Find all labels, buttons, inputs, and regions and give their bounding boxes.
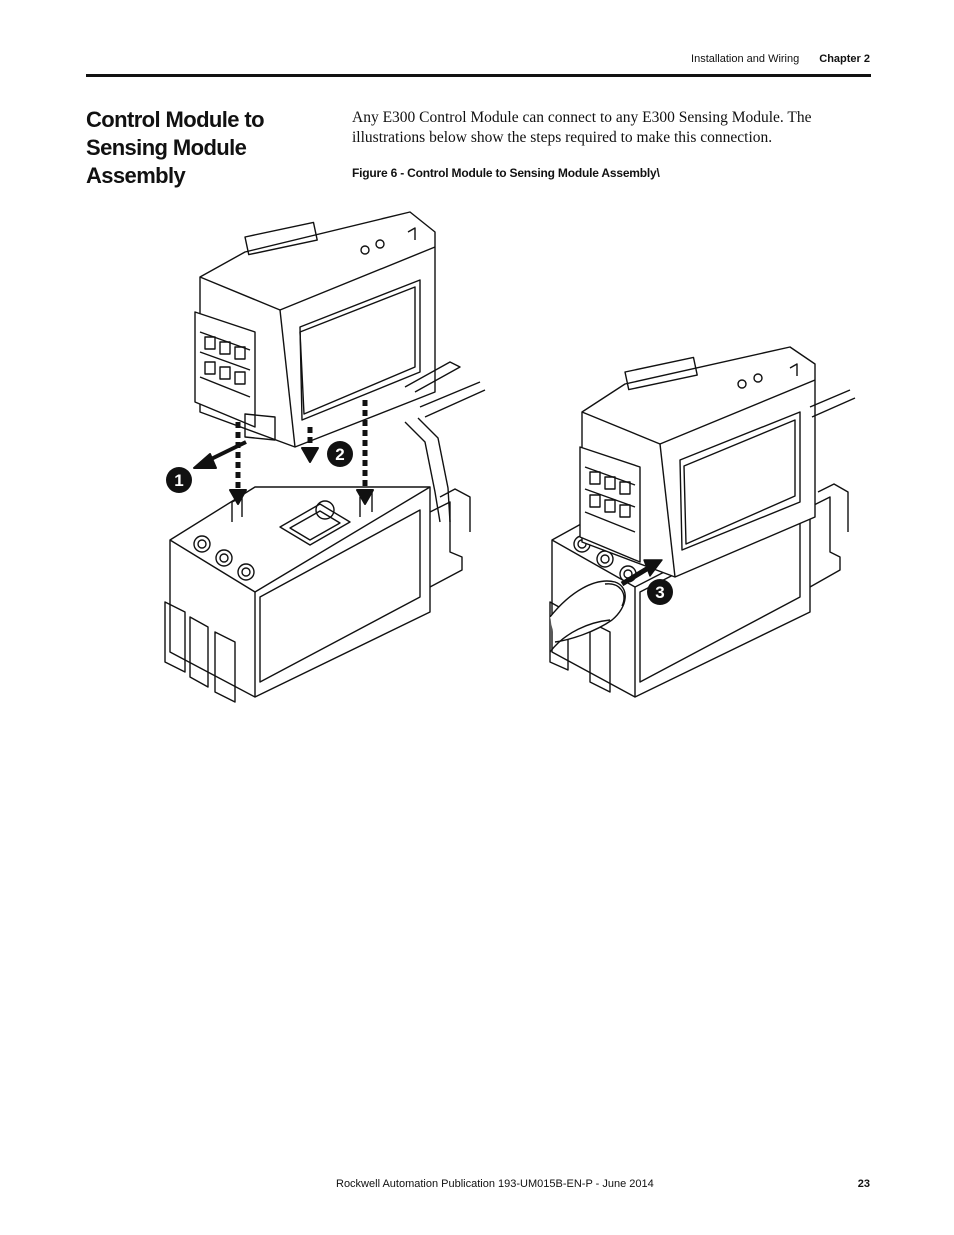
running-header: Installation and Wiring Chapter 2: [691, 53, 870, 65]
assembly-illustration: 1 2: [164, 211, 856, 703]
header-chapter-label: Chapter 2: [819, 53, 870, 65]
section-title: Control Module to Sensing Module Assembl…: [86, 107, 265, 188]
body-paragraph: Any E300 Control Module can connect to a…: [352, 109, 812, 146]
step-2-callout: 2: [327, 441, 353, 467]
right-assembly: 3: [549, 346, 856, 698]
step-2-number: 2: [335, 445, 344, 464]
step-3-callout: 3: [647, 579, 673, 605]
step-3-number: 3: [655, 583, 664, 602]
footer-page-number: 23: [857, 1178, 870, 1190]
left-assembly: 1 2: [164, 211, 486, 703]
step-1-number: 1: [174, 471, 183, 490]
assembly-arrow-right: [620, 559, 663, 587]
assembly-arrows-left: [193, 400, 374, 505]
finger-press-illustration: [549, 580, 626, 653]
header-section-name: Installation and Wiring: [691, 53, 800, 65]
sensing-module-left: [164, 486, 471, 703]
control-module-right: [579, 346, 856, 578]
figure-caption: Figure 6 - Control Module to Sensing Mod…: [352, 166, 660, 180]
header-rule: [86, 74, 871, 77]
step-1-callout: 1: [166, 467, 192, 493]
control-module-left: [194, 211, 486, 523]
footer-publication: Rockwell Automation Publication 193-UM01…: [336, 1178, 654, 1190]
